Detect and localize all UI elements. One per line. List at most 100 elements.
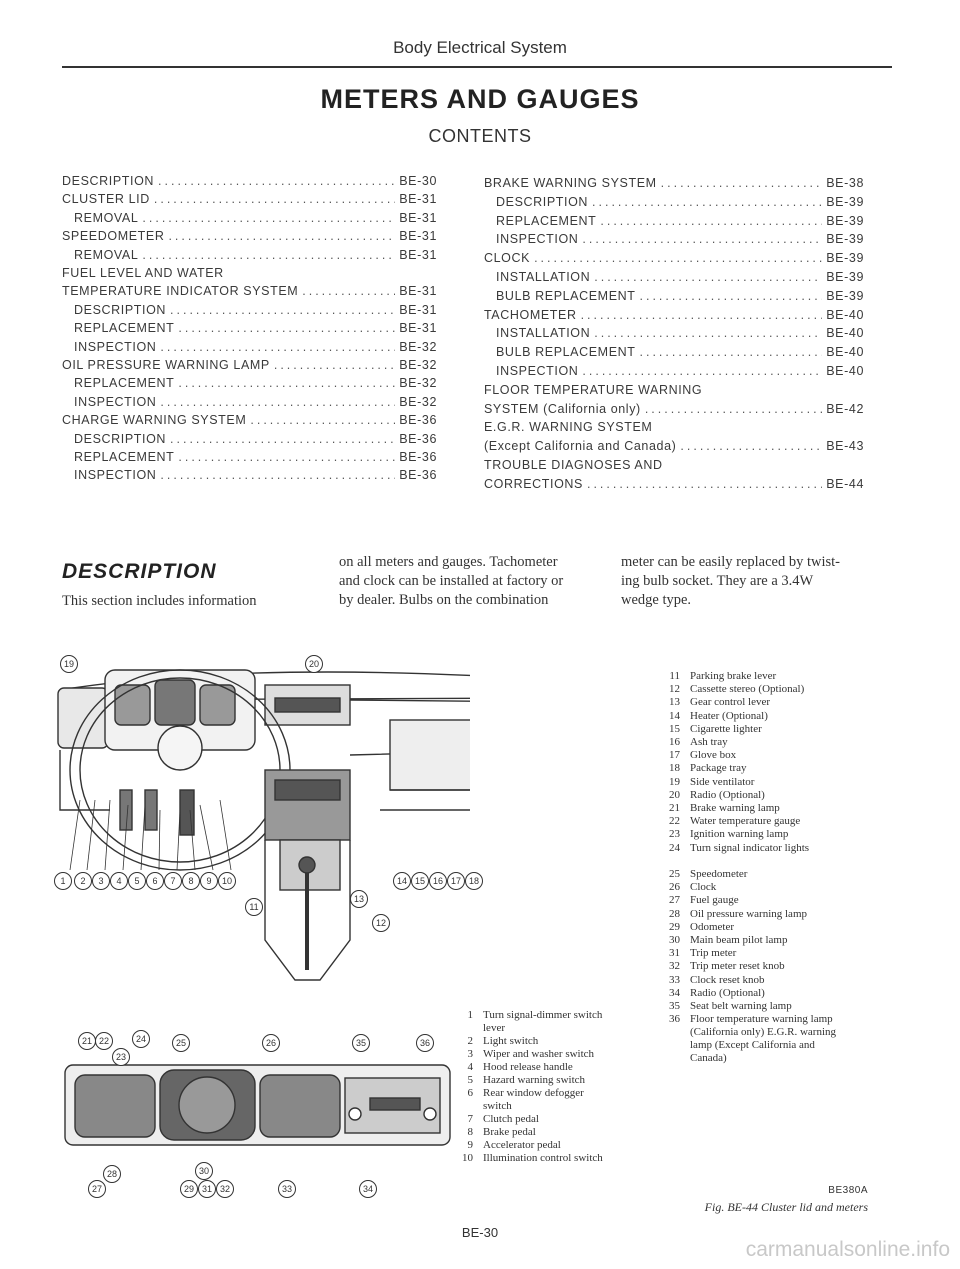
legend-text: Glove box [690, 749, 737, 762]
toc-entry-page: BE-31 [399, 284, 437, 299]
legend-number: 25 [669, 868, 680, 880]
callout-number: 12 [372, 914, 390, 932]
legend-text: Clock reset knob [690, 973, 765, 986]
toc-entry: TEMPERATURE INDICATOR SYSTEMBE-31 [62, 284, 437, 298]
legend-text: Radio (Optional) [690, 788, 765, 801]
toc-leader-dots [160, 340, 395, 354]
callout-number: 17 [447, 872, 465, 890]
toc-entry-page: BE-39 [826, 232, 864, 247]
callout-number: 6 [146, 872, 164, 890]
toc-entry: (Except California and Canada)BE-43 [484, 439, 864, 453]
toc-entry-label: REPLACEMENT [74, 376, 175, 391]
toc-entry: INSPECTION BE-40 [496, 364, 864, 378]
toc-leader-dots [154, 192, 395, 206]
legend-text: Package tray [690, 762, 747, 775]
toc-entry-page: BE-43 [826, 439, 864, 454]
callout-number: 28 [103, 1165, 121, 1183]
toc-leader-dots [680, 439, 822, 453]
toc-entry: REMOVALBE-31 [74, 211, 437, 225]
callout-number: 9 [200, 872, 218, 890]
legend-text: Heater (Optional) [690, 709, 768, 722]
legend-text: Oil pressure warning lamp [690, 907, 807, 920]
watermark: carmanualsonline.info [745, 1238, 950, 1261]
legend-number: 36 [669, 1013, 680, 1026]
toc-leader-dots [582, 232, 822, 246]
legend-text: Floor temperature warning lamp (Californ… [690, 1013, 837, 1065]
legend-text: Cigarette lighter [690, 722, 762, 735]
legend-number: 8 [467, 1126, 474, 1138]
toc-entry: FLOOR TEMPERATURE WARNING [484, 383, 864, 397]
toc-entry: REPLACEMENT BE-36 [74, 450, 437, 464]
legend-number: 23 [669, 828, 680, 841]
legend-number: 17 [669, 749, 680, 762]
callout-number: 24 [132, 1030, 150, 1048]
toc-entry-page: BE-31 [399, 192, 437, 207]
legend-number: 18 [669, 762, 680, 775]
toc-entry-label: REPLACEMENT [74, 450, 175, 464]
legend-text: Main beam pilot lamp [690, 934, 788, 946]
toc-entry-label: DESCRIPTION [496, 194, 589, 209]
callout-number: 4 [110, 872, 128, 890]
toc-entry: INSTALLATIONBE-40 [496, 326, 864, 340]
page-number: BE-30 [461, 1225, 499, 1240]
toc-leader-dots [178, 321, 395, 335]
legend-number: 34 [669, 986, 680, 999]
legend-number: 32 [669, 960, 680, 973]
toc-entry: BULB REPLACEMENTBE-39 [496, 289, 864, 303]
toc-entry: CLOCKBE-39 [484, 251, 864, 265]
toc-entry-label: REPLACEMENT [74, 321, 175, 336]
toc-leader-dots [178, 376, 395, 390]
legend-text: Parking brake lever [690, 670, 777, 682]
callout-number: 20 [305, 655, 323, 673]
toc-entry-page: BE-40 [826, 364, 864, 378]
toc-entry-page: BE-36 [399, 450, 437, 464]
toc-leader-dots [170, 432, 395, 446]
toc-leader-dots [160, 468, 395, 482]
legend-number: 19 [669, 775, 680, 788]
toc-leader-dots [158, 174, 395, 188]
toc-leader-dots [640, 345, 823, 359]
toc-entry-label: INSPECTION [496, 232, 579, 247]
toc-entry-label: FUEL LEVEL AND WATER [62, 266, 224, 280]
toc-entry-page: BE-31 [399, 247, 437, 262]
toc-leader-dots [582, 364, 822, 378]
callout-number: 31 [198, 1180, 216, 1198]
toc-entry: INSPECTIONBE-36 [74, 468, 437, 482]
callout-number: 33 [278, 1180, 296, 1198]
callout-number: 11 [245, 898, 263, 916]
legend-number: 22 [669, 815, 680, 828]
toc-entry-page: BE-39 [826, 213, 864, 228]
legend-text: Seat belt warning lamp [690, 1000, 792, 1012]
body-line: on all meters and gauges. Tachometer [339, 554, 558, 570]
toc-entry-label: BULB REPLACEMENT [496, 288, 636, 303]
contents-heading: CONTENTS [428, 126, 532, 146]
body-line: and clock can be installed at factory or [339, 573, 564, 589]
toc-entry-page: BE-32 [399, 394, 437, 409]
legend-item: 36 Floor temperature warning lamp (Califo… [662, 1013, 840, 1065]
toc-entry-label: CORRECTIONS [484, 476, 583, 491]
toc-entry: DESCRIPTIONBE-30 [62, 174, 437, 188]
toc-entry-page: BE-32 [399, 339, 437, 354]
toc-leader-dots [592, 195, 822, 209]
toc-entry-page: BE-32 [399, 376, 437, 391]
toc-entry: INSTALLATIONBE-39 [496, 270, 864, 284]
toc-entry-label: DESCRIPTION [74, 302, 167, 317]
toc-entry-label: INSPECTION [496, 364, 579, 378]
page-header: Body Electrical System [393, 38, 567, 57]
toc-leader-dots [274, 358, 395, 372]
toc-entry: DESCRIPTIONBE-31 [74, 303, 437, 317]
toc-entry: CORRECTIONSBE-44 [484, 477, 864, 491]
toc-entry: REPLACEMENTBE-39 [496, 214, 864, 228]
callout-number: 35 [352, 1034, 370, 1052]
toc-entry-label: FLOOR TEMPERATURE WARNING [484, 382, 703, 397]
